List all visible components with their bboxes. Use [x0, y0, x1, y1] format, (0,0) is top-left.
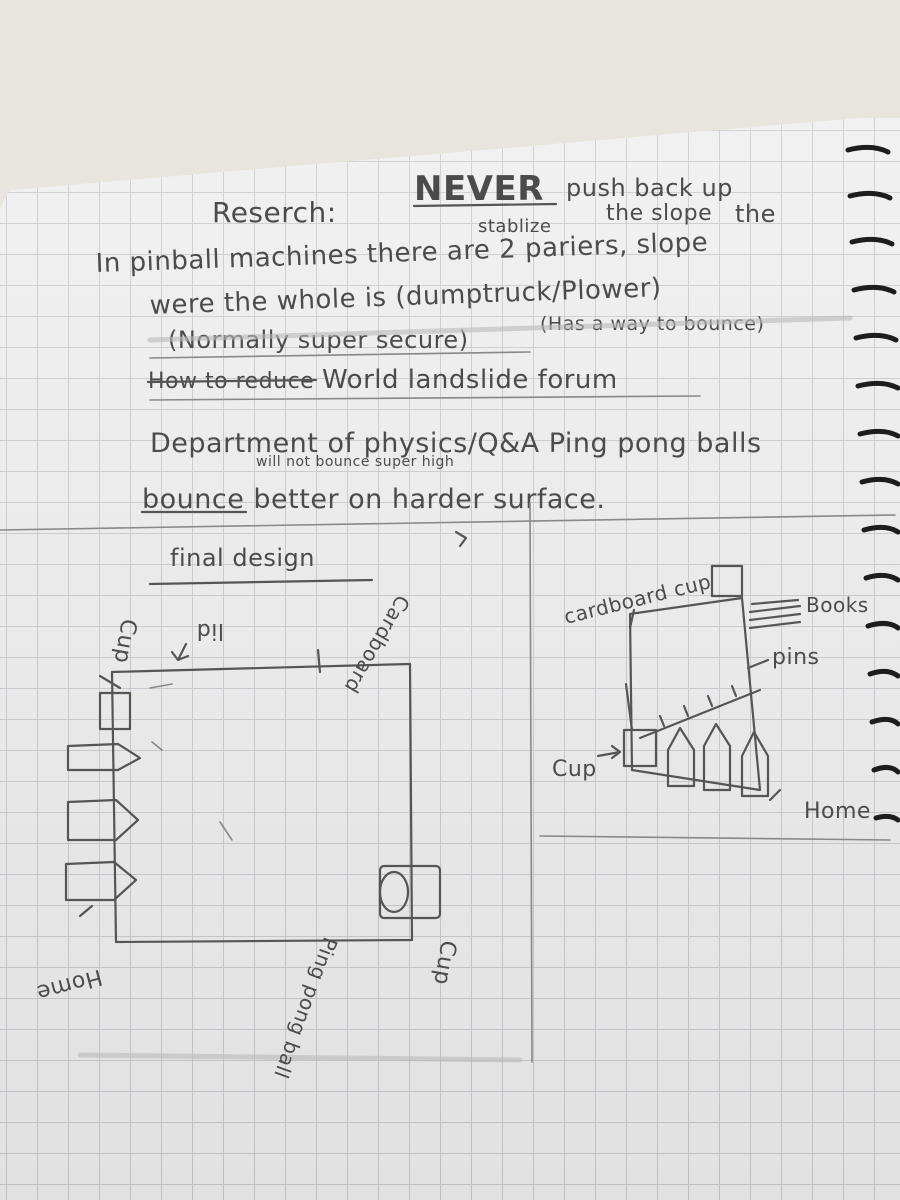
pins-icon [658, 684, 738, 728]
arrow-icon [628, 608, 636, 630]
pencil-mark [149, 683, 173, 689]
label-pins: pins [772, 645, 819, 670]
notes-line-6: bounce better on harder surface. [142, 484, 605, 515]
never-underline [412, 202, 558, 208]
home-icon [666, 726, 696, 788]
notes-header: Reserch: [212, 196, 337, 229]
notes-line-5-small: will not bounce super high [256, 454, 454, 470]
bottom-smudge [77, 1052, 523, 1063]
label-home: Home [804, 799, 871, 824]
graph-paper-page [0, 118, 900, 1200]
final-design-title: final design [170, 544, 315, 572]
right-underline [539, 835, 891, 841]
home-icon [702, 722, 732, 792]
red-mark [454, 530, 468, 548]
arrow-icon [78, 904, 94, 918]
title-underline [148, 578, 374, 586]
stablize-text: stablize [478, 216, 551, 237]
arrow-icon [596, 744, 622, 760]
label-cup: Cup [552, 757, 597, 782]
pencil-mark [219, 821, 233, 841]
push-back-text: push back up [566, 174, 733, 202]
label-cup-bottom: Cup [428, 938, 460, 986]
vertical-divider [529, 502, 533, 1063]
arrow-icon [98, 674, 122, 690]
cup-icon [98, 691, 132, 731]
spiral-binding [845, 144, 900, 823]
red-mark [316, 648, 322, 674]
scribble-line [147, 315, 853, 343]
label-lid: lid [196, 618, 224, 643]
never-text: NEVER [414, 169, 544, 209]
the-text: the [735, 200, 776, 228]
arrow-icon [746, 658, 770, 670]
home-icon [66, 742, 142, 772]
label-cardboard-cup: cardboard cup [561, 569, 713, 629]
the-slope-text: the slope [606, 201, 712, 226]
cardboard-cup-icon [710, 564, 744, 598]
home-icon [740, 730, 770, 798]
notes-line-4: World landslide forum [322, 365, 618, 395]
label-cardboard: Cardboard [339, 591, 414, 697]
notes-line-1: In pinball machines there are 2 pariers,… [95, 228, 708, 279]
board-outline [110, 662, 414, 944]
arrow-icon [768, 788, 782, 802]
ping-pong-ball-icon [378, 870, 410, 914]
home-icon [64, 860, 138, 902]
cup-icon [622, 728, 658, 768]
home-icon [66, 798, 140, 842]
books-icon [748, 598, 802, 630]
research-notes: Reserch: NEVER push back up the slope st… [95, 169, 853, 515]
pencil-mark [151, 741, 163, 751]
arrow-icon [170, 642, 190, 662]
strikethrough [146, 378, 318, 384]
underline-line3 [149, 351, 531, 359]
pin-post [624, 682, 634, 732]
label-home: Home [34, 964, 105, 1005]
side-view-sketch: cardboard cup Books pins Cup Home [539, 564, 891, 841]
label-cup-top: Cup [109, 617, 141, 665]
horizontal-divider [0, 514, 896, 531]
final-design-sketch: final design Cup lid Cardboard Home Ping… [34, 530, 468, 1082]
ramp-line [638, 688, 762, 740]
underline-line4 [149, 395, 701, 401]
label-books: Books [806, 593, 869, 617]
notes-line-5: Department of physics/Q&A Ping pong ball… [150, 428, 762, 459]
